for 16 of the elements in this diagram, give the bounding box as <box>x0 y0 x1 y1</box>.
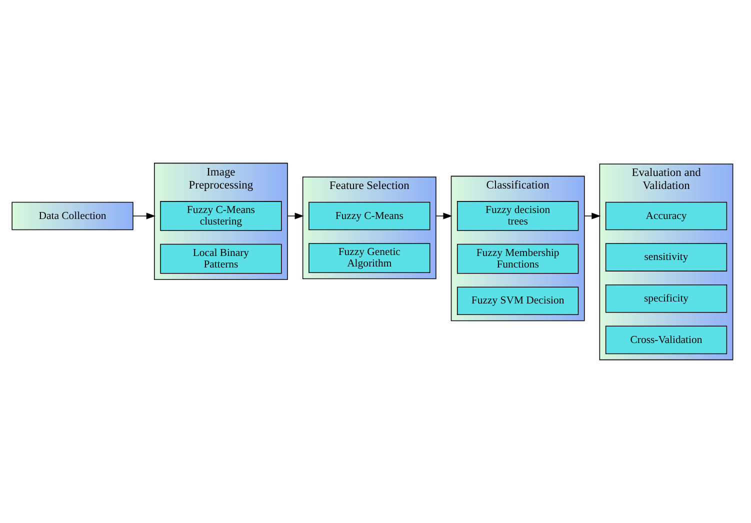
arrow <box>287 212 304 220</box>
arrow <box>436 212 452 220</box>
node-box: sensitivity <box>605 243 728 272</box>
node-box: Fuzzy Genetic Algorithm <box>308 243 430 273</box>
arrow <box>132 212 156 220</box>
node-box: Fuzzy C-Means <box>308 202 430 230</box>
node-box: specificity <box>605 284 728 313</box>
node-box: Local Binary Patterns <box>160 244 282 274</box>
node-box: Fuzzy decision trees <box>456 201 579 231</box>
node-box: Accuracy <box>605 202 728 230</box>
node-box: Fuzzy SVM Decision <box>456 286 579 316</box>
node-box: Fuzzy C-Means clustering <box>160 201 282 231</box>
arrow <box>584 212 601 220</box>
node-box: Cross-Validation <box>605 326 728 354</box>
node-box: Data Collection <box>12 202 134 230</box>
node-box: Fuzzy Membership Functions <box>456 244 579 274</box>
